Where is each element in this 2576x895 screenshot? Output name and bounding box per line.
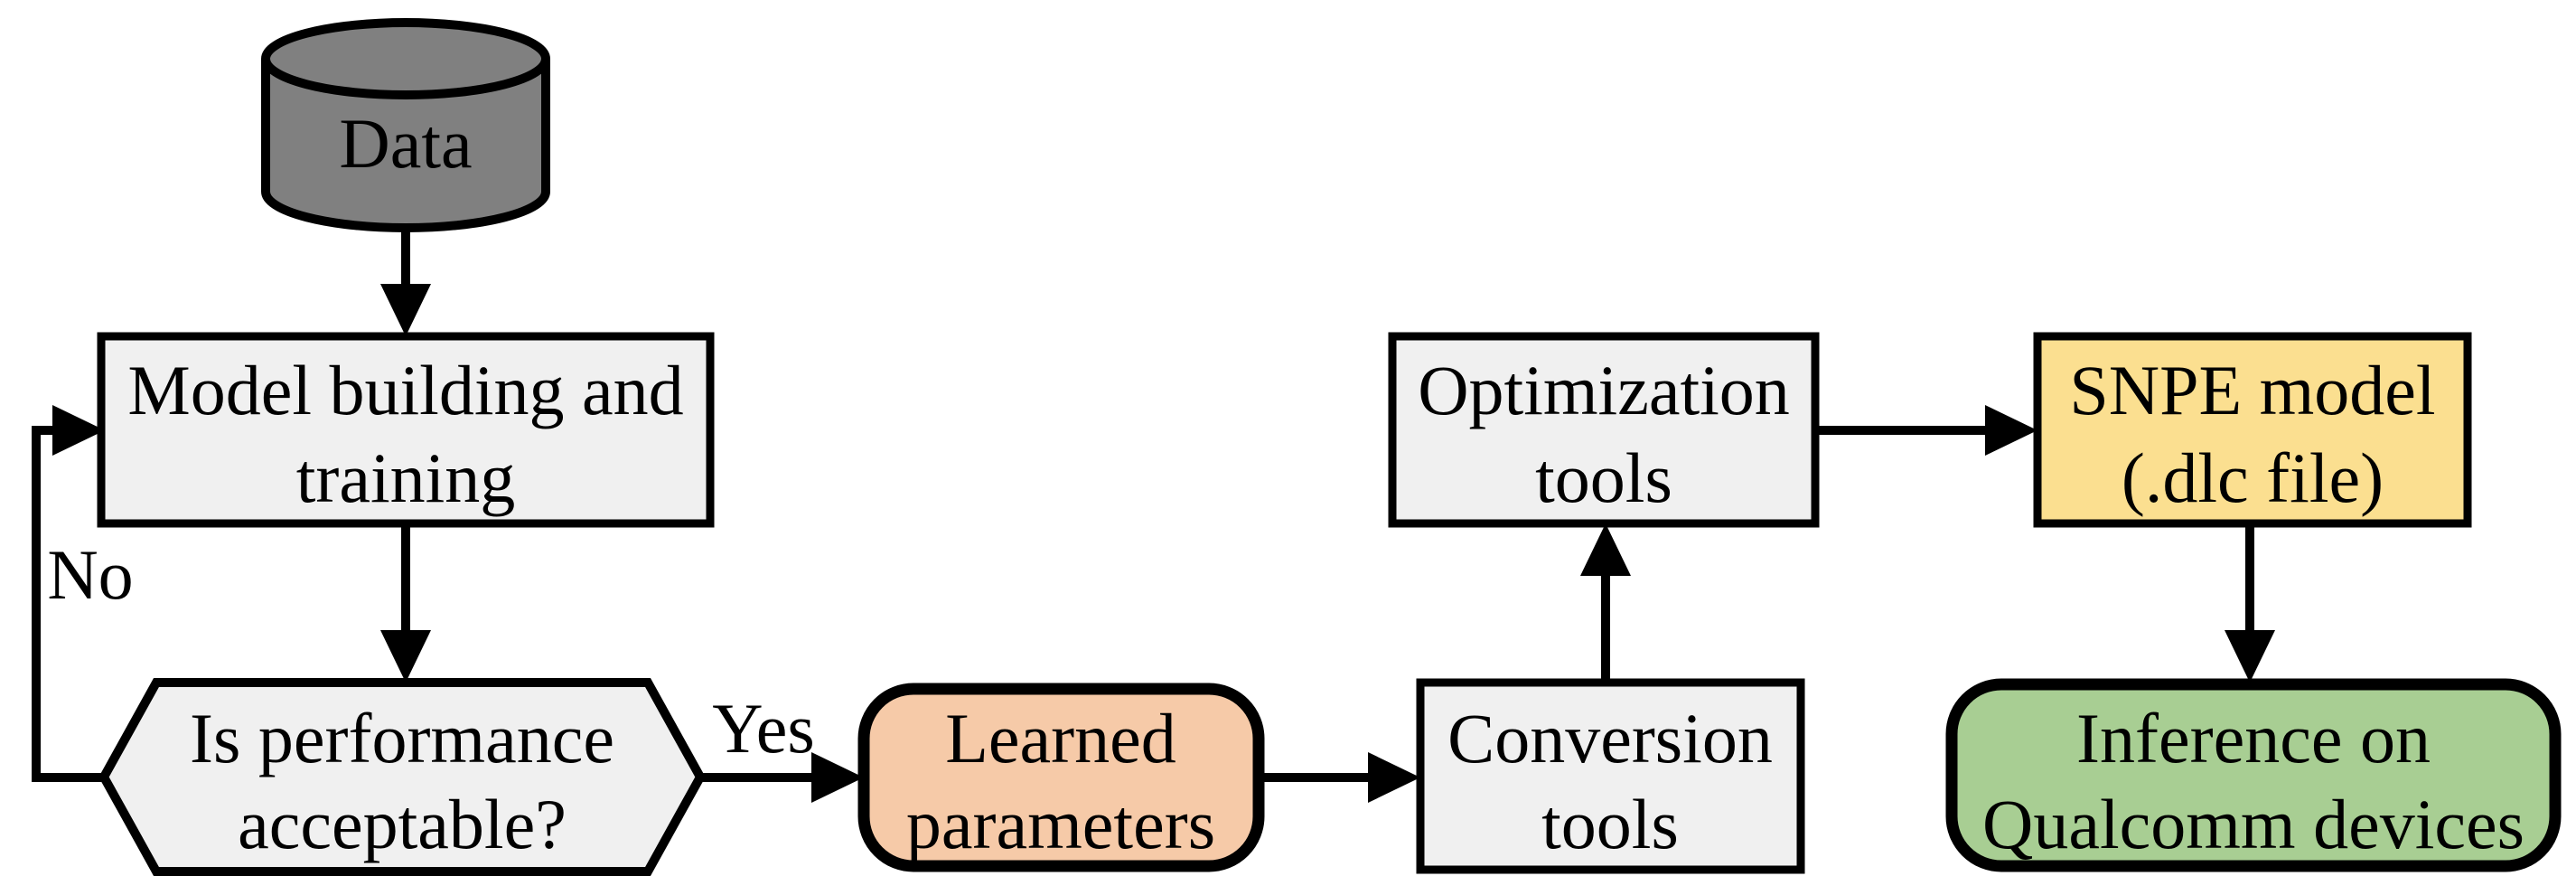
- arrowhead-model-to-check: [380, 630, 431, 683]
- arrowhead-conversion-to-optimization: [1580, 523, 1631, 576]
- node-label-snpe-line1: SNPE model: [2069, 351, 2435, 429]
- database-cylinder-top: [261, 18, 550, 99]
- node-label-performance-line2: acceptable?: [238, 785, 567, 863]
- node-snpe-model: SNPE model (.dlc file): [2033, 332, 2472, 528]
- edges: No Yes: [32, 226, 2275, 803]
- node-model-building: Model building and training: [97, 332, 715, 528]
- snpe-model-box: [2033, 332, 2472, 528]
- node-data-store: Data: [261, 18, 550, 232]
- node-label-conversion-line1: Conversion: [1447, 699, 1773, 777]
- node-label-inference-line2: Qualcomm devices: [1982, 785, 2524, 863]
- optimization-tools-box: [1388, 332, 1820, 528]
- edge-no-loop: [32, 426, 104, 782]
- arrowhead-data-to-model: [380, 284, 431, 336]
- node-label-performance-line1: Is performance: [190, 699, 614, 777]
- node-label-model-building-line1: Model building and: [127, 351, 683, 429]
- node-label-inference-line1: Inference on: [2076, 699, 2431, 777]
- performance-check-hexagon: [98, 678, 706, 876]
- inference-box: [1945, 678, 2562, 872]
- diagram-root: No Yes: [32, 18, 2562, 876]
- edge-label-yes: Yes: [712, 689, 815, 768]
- edge-label-no: No: [47, 535, 133, 614]
- node-label-data: Data: [339, 104, 472, 183]
- arrowhead-no-loop: [52, 405, 105, 456]
- database-cylinder-body: [261, 59, 550, 232]
- arrowhead-optimization-to-snpe: [1985, 405, 2037, 456]
- node-conversion-tools: Conversion tools: [1416, 678, 1805, 874]
- node-label-model-building-line2: training: [296, 438, 516, 517]
- conversion-tools-box: [1416, 678, 1805, 874]
- node-learned-parameters: Learned parameters: [857, 683, 1265, 872]
- node-label-conversion-line2: tools: [1541, 785, 1679, 863]
- node-optimization-tools: Optimization tools: [1388, 332, 1820, 528]
- node-label-snpe-line2: (.dlc file): [2122, 438, 2384, 517]
- node-inference: Inference on Qualcomm devices: [1945, 678, 2562, 872]
- arrowhead-snpe-to-inference: [2225, 630, 2275, 683]
- arrowhead-yes: [811, 752, 864, 803]
- model-building-box: [97, 332, 715, 528]
- learned-parameters-box: [857, 683, 1265, 872]
- node-label-optimization-line1: Optimization: [1418, 351, 1790, 429]
- node-label-optimization-line2: tools: [1535, 438, 1672, 517]
- node-label-learned-line2: parameters: [906, 785, 1215, 863]
- node-label-learned-line1: Learned: [945, 699, 1176, 777]
- arrowhead-learned-to-conversion: [1368, 752, 1420, 803]
- node-performance-check: Is performance acceptable?: [98, 678, 706, 876]
